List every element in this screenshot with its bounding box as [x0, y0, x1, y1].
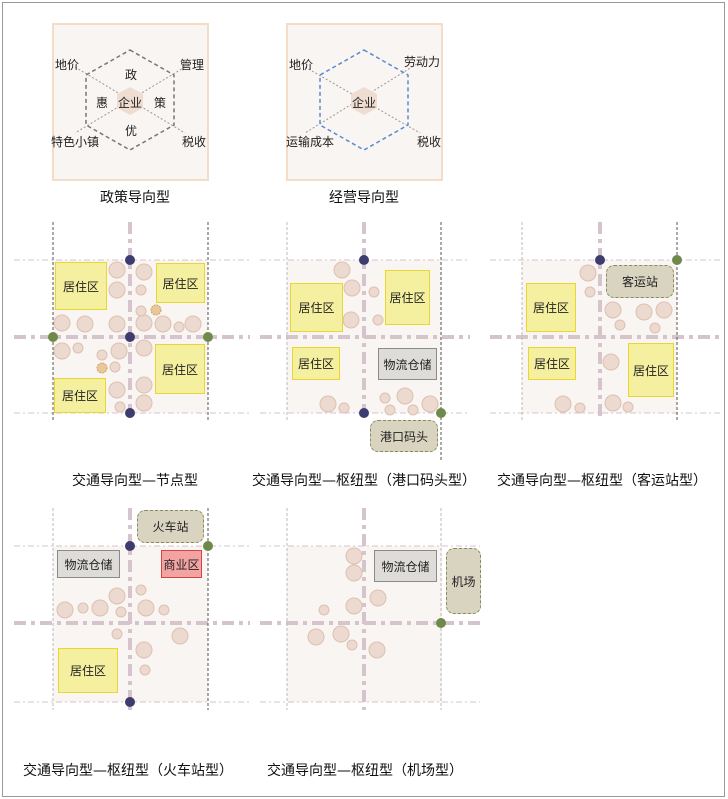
policy-center-hex	[117, 87, 143, 115]
bus-residential-3: 居住区	[628, 343, 674, 397]
node-grid	[14, 222, 250, 420]
metro-icons	[48, 255, 682, 628]
train-residential: 居住区	[58, 648, 118, 693]
node-residential-2: 居住区	[156, 263, 205, 303]
bus-stop-icons	[125, 255, 605, 707]
policy-hexagon	[85, 49, 175, 151]
bus-hub: 客运站	[606, 265, 674, 298]
train-grid	[14, 508, 250, 710]
policy-center: 企业	[117, 96, 143, 110]
operation-hexagon	[319, 49, 409, 151]
parking-icons	[96, 304, 162, 374]
policy-corner-land: 地价	[55, 58, 80, 72]
airport-hub: 机场	[446, 548, 481, 614]
policy-inner-3: 策	[154, 96, 167, 110]
train-commercial: 商业区	[161, 550, 202, 578]
port-residential-3: 居住区	[292, 347, 340, 380]
operation-center: 企业	[351, 96, 377, 110]
policy-corner-mgmt: 管理	[180, 58, 205, 72]
operation-corner-labor: 劳动力	[404, 55, 441, 69]
bus-grid	[490, 222, 720, 420]
operation-corner-transport: 运输成本	[286, 135, 335, 149]
port-logistics: 物流仓储	[378, 348, 437, 380]
bus-residential-1: 居住区	[526, 283, 576, 332]
port-residential-1: 居住区	[290, 283, 343, 332]
node-residential-4: 居住区	[54, 378, 106, 413]
node-residential-3: 居住区	[155, 344, 205, 394]
node-residential-1: 居住区	[55, 262, 107, 310]
operation-connectors	[304, 61, 421, 134]
operation-corner-land: 地价	[289, 58, 314, 72]
port-hub: 港口码头	[370, 420, 438, 452]
node-title: 交通导向型—节点型	[72, 473, 198, 489]
policy-inner-2: 惠	[96, 96, 109, 110]
train-title: 交通导向型—枢纽型（火车站型）	[23, 763, 233, 779]
policy-inner-1: 政	[125, 68, 138, 82]
train-logistics: 物流仓储	[57, 550, 120, 578]
train-hub: 火车站	[137, 510, 204, 543]
port-title: 交通导向型—枢纽型（港口码头型）	[252, 473, 476, 489]
policy-title: 政策导向型	[100, 190, 170, 206]
policy-corner-town: 特色小镇	[51, 135, 100, 149]
bus-residential-2: 居住区	[528, 347, 576, 380]
bus-title: 交通导向型—枢纽型（客运站型）	[497, 473, 707, 489]
operation-corner-tax: 税收	[417, 135, 442, 149]
airport-logistics: 物流仓储	[374, 550, 437, 582]
operation-title: 经营导向型	[329, 190, 399, 206]
operation-center-hex	[351, 87, 377, 115]
policy-corner-tax: 税收	[182, 135, 207, 149]
policy-inner-4: 优	[125, 124, 138, 138]
airport-title: 交通导向型—枢纽型（机场型）	[267, 763, 463, 779]
port-residential-2: 居住区	[385, 270, 430, 325]
